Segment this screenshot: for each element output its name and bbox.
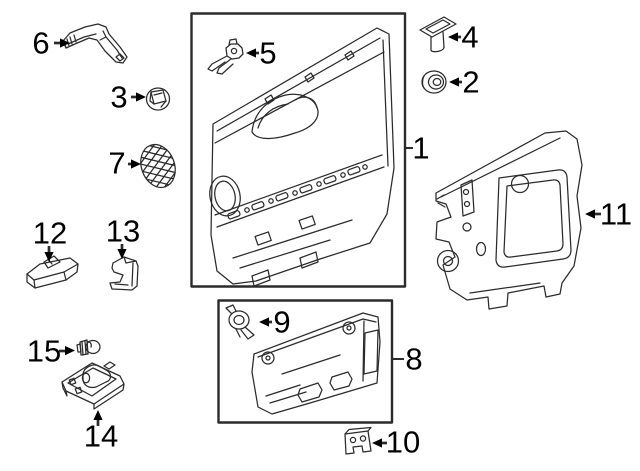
callout-11-arrow [585,209,601,219]
callout-10-arrow [372,438,387,448]
push-clip-drawing [225,304,255,340]
assembly-box-lower-panel [217,299,394,424]
callout-2-arrow [449,77,462,87]
callout-4-arrow [448,32,461,42]
grab-handle-drawing [62,23,128,64]
callout-2-label: 2 [462,64,480,100]
callout-13-arrow [117,244,127,259]
speaker-grille-drawing [134,139,182,193]
callout-5-label: 5 [259,35,277,71]
hook-clip-drawing [109,256,139,291]
flat-head-clip-drawing [419,16,457,53]
callout-10-label: 10 [385,424,421,460]
callout-12-label: 12 [32,215,68,251]
bulb-drawing [76,339,101,356]
callout-12-arrow [44,246,54,262]
callout-11-label: 11 [599,196,633,232]
lower-trim-panel-drawing [251,312,381,415]
retainer-clip-drawing [145,87,171,111]
callout-6-arrow [54,38,70,48]
callout-3-arrow [131,92,146,102]
callout-5-arrow [246,48,259,58]
callout-3-label: 3 [110,79,128,115]
callout-8-label: 8 [405,341,423,377]
callout-14-label: 14 [83,418,119,454]
callout-13-label: 13 [105,213,141,249]
callout-6-label: 6 [32,25,50,61]
sill-bracket-drawing [26,255,79,289]
callout-7-arrow [128,159,141,169]
callout-9-arrow [259,317,272,327]
assembly-box-door-trim-panel [190,12,407,288]
callout-14-arrow [93,410,103,426]
callout-1-label: 1 [412,130,430,166]
trim-clip-drawing [207,38,244,75]
callout-7-label: 7 [108,145,126,181]
bottom-bracket-clip-drawing [344,426,372,455]
callout-9-label: 9 [273,304,291,340]
callout-4-label: 4 [461,19,479,55]
inner-door-panel-drawing [435,130,583,310]
courtesy-lamp-drawing [61,361,125,410]
grommet-drawing [421,70,447,94]
door-trim-panel-drawing [209,27,395,287]
callout-15-label: 15 [26,333,62,369]
callout-15-arrow [59,346,75,356]
